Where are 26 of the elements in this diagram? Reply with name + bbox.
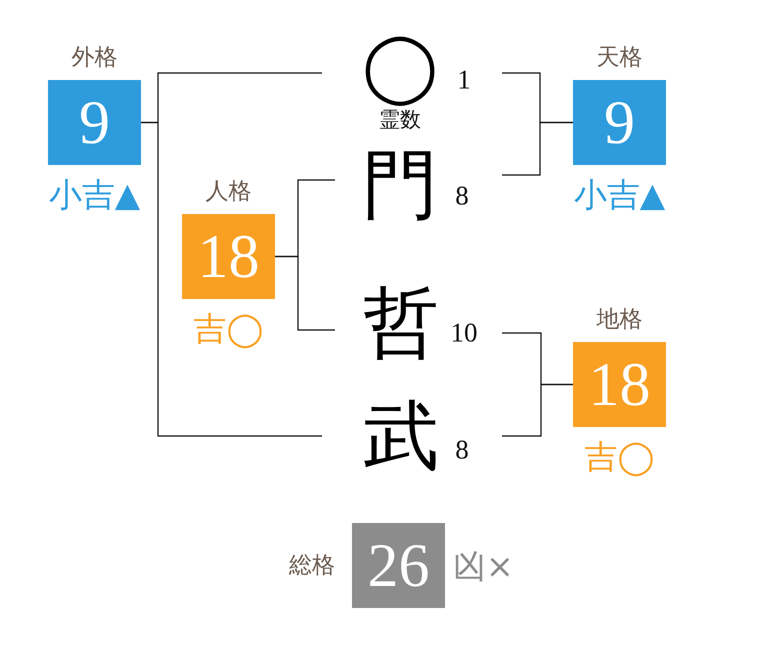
connector-line (141, 122, 322, 437)
heading: 地格 (596, 308, 642, 332)
score-box: 18 (182, 214, 275, 299)
fortune-label: 小吉▲ (48, 178, 140, 211)
connector-line (502, 122, 573, 176)
small-label: 霊数 (379, 110, 421, 130)
name-character: 哲 (362, 281, 440, 368)
name-character: 門 (361, 143, 439, 230)
stroke-count: 1 (457, 66, 471, 94)
stroke-count: 8 (455, 182, 469, 210)
connector-line (275, 256, 335, 331)
fortune-label: 凶× (453, 549, 514, 582)
score-box: 9 (573, 80, 666, 165)
heading: 人格 (206, 180, 252, 204)
name-character: 武 (362, 394, 440, 481)
name-character: ◯ (360, 27, 440, 107)
stroke-count: 10 (450, 320, 478, 346)
heading: 総格 (289, 554, 335, 577)
score-box: 18 (573, 342, 666, 427)
score-box: 26 (352, 523, 445, 608)
stroke-count: 8 (455, 436, 469, 464)
heading: 外格 (72, 46, 118, 70)
fortune-label: 小吉▲ (574, 178, 666, 211)
score-box: 9 (48, 80, 141, 165)
heading: 天格 (596, 46, 642, 70)
connector-line (502, 384, 573, 437)
